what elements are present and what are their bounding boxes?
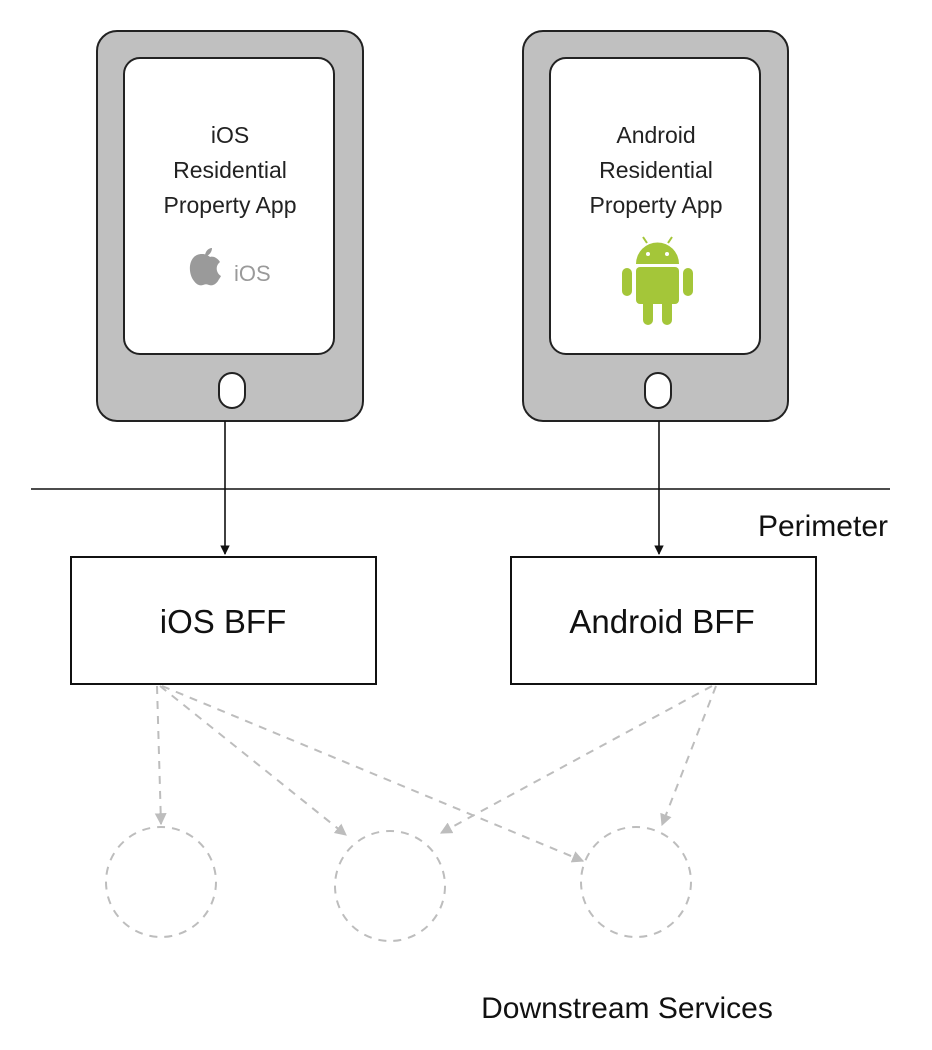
- ios-app-title-line-1: iOS: [211, 122, 249, 148]
- downstream-service-2: [334, 830, 446, 942]
- android-app-title-line-3: Property App: [590, 192, 723, 218]
- downstream-service-3: [580, 826, 692, 938]
- ios-home-button: [218, 372, 246, 409]
- ios-bff-box: iOS BFF: [70, 556, 377, 685]
- ios-bff-label: iOS BFF: [160, 603, 287, 640]
- ios-app-title-line-2: Residential: [173, 157, 287, 183]
- android-app-title-line-2: Residential: [599, 157, 713, 183]
- android-bff-box: Android BFF: [510, 556, 817, 685]
- android-device: Android Residential Property App: [522, 30, 789, 422]
- ios-logo-text: iOS: [234, 261, 271, 286]
- android-app-title-line-1: Android: [616, 122, 695, 148]
- ios-device: iOS Residential Property App iOS: [96, 30, 364, 422]
- downstream-services-label: Downstream Services: [481, 992, 773, 1025]
- android-bff-label: Android BFF: [569, 603, 754, 640]
- android-robot-icon: [622, 236, 693, 325]
- android-device-screen: [549, 57, 761, 355]
- android-bff-to-service-2-arrow: [439, 685, 713, 834]
- ios-device-screen: [123, 57, 335, 355]
- perimeter-label: Perimeter: [758, 510, 888, 543]
- ios-bff-to-service-3-arrow: [161, 685, 585, 863]
- apple-logo-icon: [189, 248, 221, 286]
- downstream-service-1: [105, 826, 217, 938]
- android-home-button: [644, 372, 672, 409]
- ios-bff-to-service-2-arrow: [159, 685, 347, 836]
- android-bff-to-service-3-arrow: [660, 685, 717, 827]
- ios-bff-to-service-1-arrow: [154, 685, 167, 826]
- ios-app-title-line-3: Property App: [164, 192, 297, 218]
